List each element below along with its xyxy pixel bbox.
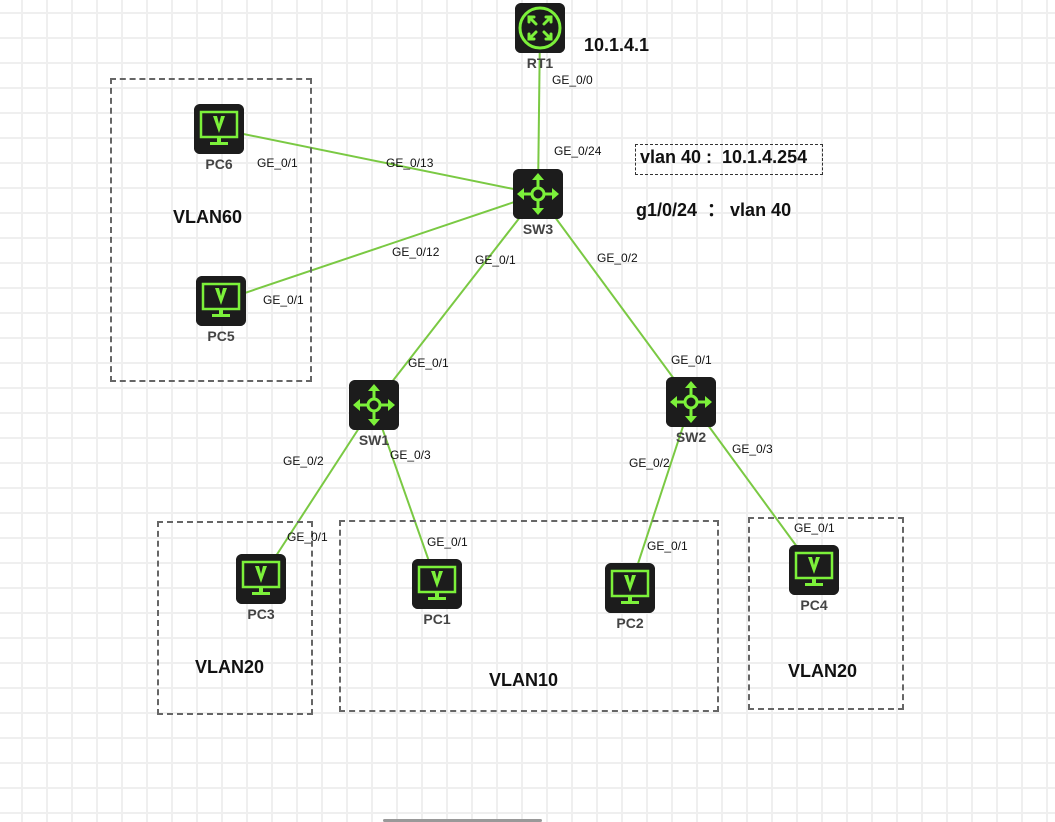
pc-icon: [412, 559, 462, 609]
port-label: GE_0/0: [552, 73, 593, 87]
port-label: GE_0/13: [386, 156, 434, 170]
port-label: GE_0/2: [629, 456, 670, 470]
port-label: GE_0/1: [408, 356, 449, 370]
pc-icon: [789, 545, 839, 595]
switch-icon: [349, 380, 399, 430]
node-label-pc4: PC4: [800, 597, 828, 613]
link-sw3-sw2[interactable]: [537, 193, 692, 403]
group-label-vlan20b: VLAN20: [788, 661, 858, 681]
link-rt1-sw3[interactable]: [537, 27, 541, 195]
node-label-pc1: PC1: [423, 611, 451, 627]
port-label: GE_0/1: [671, 353, 712, 367]
port-label: GE_0/24: [554, 144, 602, 158]
port-label: GE_0/1: [475, 253, 516, 267]
port-label: GE_0/2: [283, 454, 324, 468]
link-pc6-sw3[interactable]: [218, 128, 539, 195]
port-label: GE_0/3: [390, 448, 431, 462]
node-label-pc3: PC3: [247, 606, 275, 622]
link-pc5-sw3[interactable]: [220, 193, 539, 302]
group-label-vlan60: VLAN60: [173, 207, 243, 227]
node-pc2[interactable]: PC2: [605, 563, 655, 631]
node-pc4[interactable]: PC4: [789, 545, 839, 613]
node-label-rt1: RT1: [526, 55, 554, 71]
group-vlan20b: [748, 517, 904, 710]
node-label-pc5: PC5: [207, 328, 235, 344]
node-label-pc6: PC6: [205, 156, 233, 172]
port-label: GE_0/1: [287, 530, 328, 544]
vlan40-ip-box: vlan 40 : 10.1.4.254: [635, 144, 823, 175]
node-rt1[interactable]: RT1: [515, 3, 565, 71]
node-label-pc2: PC2: [616, 615, 644, 631]
node-pc3[interactable]: PC3: [236, 554, 286, 622]
node-pc1[interactable]: PC1: [412, 559, 462, 627]
node-sw3[interactable]: SW3: [513, 169, 563, 237]
node-sw2[interactable]: SW2: [666, 377, 716, 445]
port-label: GE_0/1: [257, 156, 298, 170]
group-vlan60: [110, 78, 312, 382]
pc-icon: [236, 554, 286, 604]
group-vlan20a: [157, 521, 313, 715]
link-sw2-pc4[interactable]: [690, 401, 815, 571]
port-label: GE_0/1: [647, 539, 688, 553]
link-sw3-sw1[interactable]: [373, 193, 539, 406]
group-label-vlan10: VLAN10: [489, 670, 559, 690]
link-sw1-pc3[interactable]: [260, 404, 375, 580]
node-label-sw1: SW1: [358, 432, 390, 448]
node-label-sw3: SW3: [522, 221, 554, 237]
pc-icon: [605, 563, 655, 613]
pc-icon: [196, 276, 246, 326]
group-label-vlan20a: VLAN20: [195, 657, 265, 677]
switch-icon: [666, 377, 716, 427]
horizontal-scrollbar[interactable]: [383, 819, 542, 822]
port-label: GE_0/2: [597, 251, 638, 265]
node-pc6[interactable]: PC6: [194, 104, 244, 172]
switch-icon: [513, 169, 563, 219]
node-sw1[interactable]: SW1: [349, 380, 399, 448]
link-sw1-pc1[interactable]: [373, 404, 438, 585]
router-icon: [515, 3, 565, 53]
port-label: GE_0/12: [392, 245, 440, 259]
group-vlan10: [339, 520, 719, 712]
port-label: GE_0/1: [794, 521, 835, 535]
vlan40-ip-note: vlan 40 : 10.1.4.254: [640, 147, 808, 167]
port-label: GE_0/3: [732, 442, 773, 456]
node-label-sw2: SW2: [675, 429, 707, 445]
node-pc5[interactable]: PC5: [196, 276, 246, 344]
port-vlan-note: g1/0/24 ： vlan 40: [636, 200, 792, 220]
port-label: GE_0/1: [263, 293, 304, 307]
rt1-ip-note: 10.1.4.1: [584, 35, 650, 55]
link-sw2-pc2[interactable]: [629, 401, 692, 589]
port-label: GE_0/1: [427, 535, 468, 549]
pc-icon: [194, 104, 244, 154]
